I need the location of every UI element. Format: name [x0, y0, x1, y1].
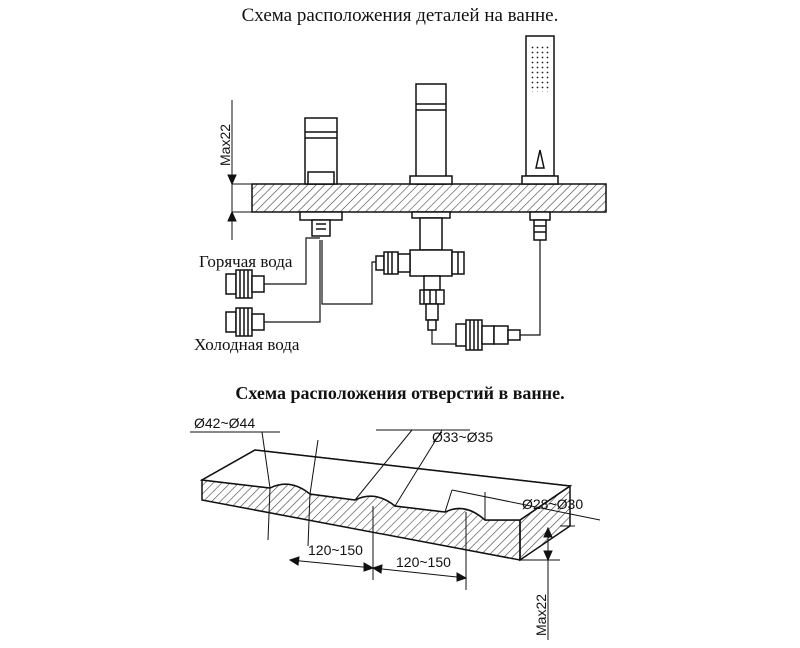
max-height-label-bottom: Max22	[533, 594, 549, 636]
spout	[299, 117, 343, 237]
top-diagram-title: Схема расположения деталей на ванне.	[241, 5, 559, 26]
max-height-dimension-top	[227, 100, 252, 240]
hand-shower	[521, 35, 559, 241]
hole-diameter-label-3: Ø28~Ø30	[522, 496, 583, 512]
max-height-label-top: Max22	[217, 124, 233, 166]
hole-diameter-label-2: Ø33~Ø35	[432, 429, 493, 445]
hole-spacing-label-2: 120~150	[396, 554, 451, 570]
max-height-dimension-bottom	[520, 525, 575, 640]
hole-diameter-label-1: Ø42~Ø44	[194, 415, 255, 431]
hole-spacing-label-1: 120~150	[308, 542, 363, 558]
shower-hose-connector	[455, 319, 521, 351]
mixer-inlet-connector	[375, 251, 399, 275]
hot-water-connector	[225, 269, 265, 299]
cold-water-label: Холодная вода	[194, 335, 300, 354]
bathtub-rim-perspective	[199, 449, 573, 562]
mixer-handle	[409, 83, 453, 251]
hot-water-label: Горячая вода	[199, 252, 293, 271]
bottom-diagram-title: Схема расположения отверстий в ванне.	[235, 383, 565, 403]
hoses	[264, 237, 541, 345]
hole-diameter-leaders	[190, 429, 601, 590]
mixer-valve-body	[397, 249, 465, 331]
bathtub-rim-section	[251, 183, 607, 213]
hole-spacing-dimensions	[288, 556, 468, 582]
cold-water-connector	[225, 307, 265, 337]
